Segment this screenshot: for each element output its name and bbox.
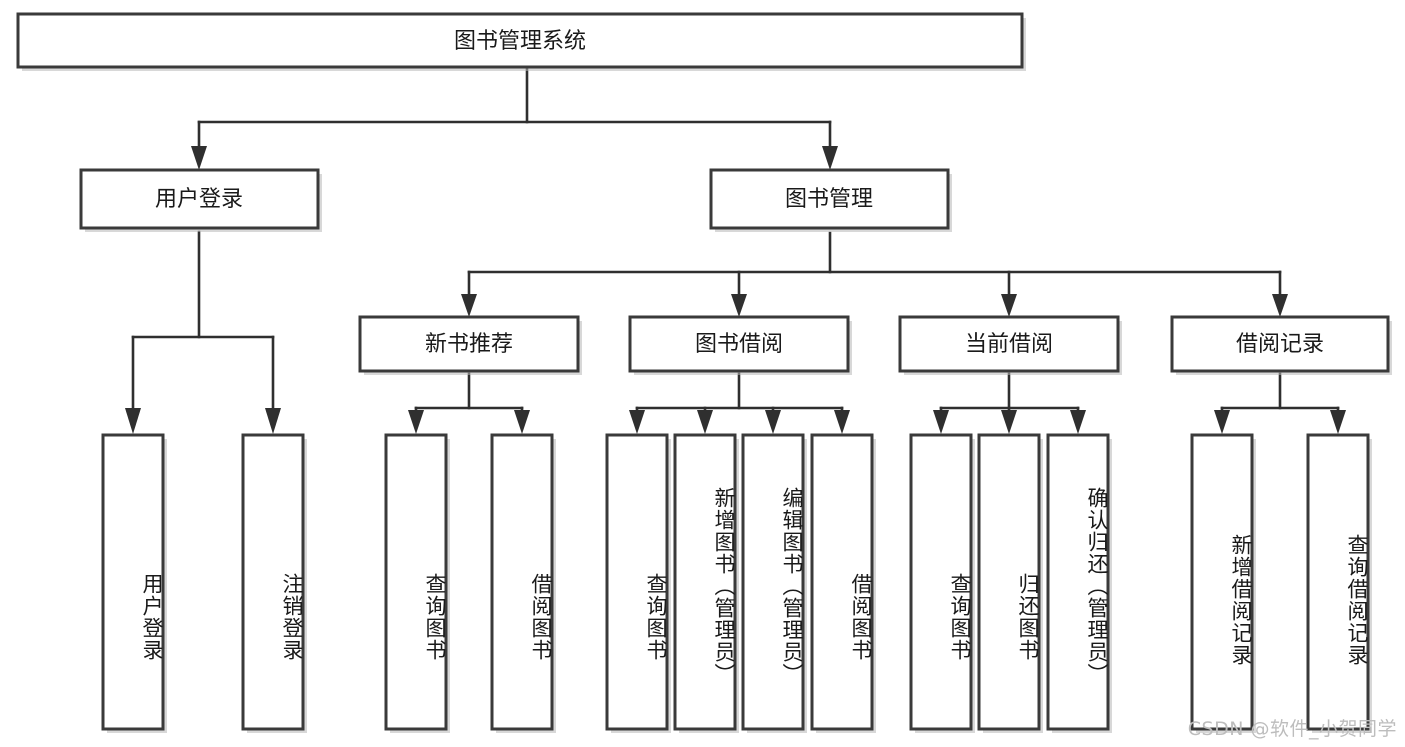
leaf-bb-query-rect[interactable] — [605, 433, 669, 731]
leaf-cb-confirm-rect[interactable] — [1046, 433, 1110, 731]
arrow-head-br-query — [1330, 410, 1346, 434]
leaf-newbook-query-rect[interactable] — [384, 433, 448, 731]
leaf-br-add-rect[interactable] — [1190, 433, 1254, 731]
csdn-watermark: CSDN @软件_小贺同学 — [1187, 718, 1397, 740]
node-current-borrow[interactable]: 当前借阅 — [898, 315, 1122, 375]
arrow-head-cb-query — [933, 410, 949, 434]
node-root-rect[interactable] — [16, 12, 1024, 69]
leaf-cb-return-rect[interactable] — [977, 433, 1041, 731]
arrow-head-bb-edit — [765, 410, 781, 434]
arrow-head-bb-add — [697, 410, 713, 434]
leaf-logout-rect[interactable] — [241, 433, 305, 731]
arrow-head-cb-return — [1001, 410, 1017, 434]
node-book-management-rect[interactable] — [709, 168, 950, 230]
connector-group-book-mgmt — [461, 231, 1288, 317]
node-new-book-recommend-rect[interactable] — [358, 315, 580, 373]
arrow-head-br-add — [1214, 410, 1230, 434]
arrow-head-new-book — [461, 294, 477, 317]
node-user-login-label: 用户登录 — [155, 187, 243, 212]
connector-group-book-borrow-leaves — [629, 372, 850, 434]
arrow-head-cb-confirm — [1070, 410, 1086, 434]
node-book-borrow[interactable]: 图书借阅 — [628, 315, 852, 375]
node-root-label: 图书管理系统 — [454, 29, 586, 54]
node-new-book-recommend-label: 新书推荐 — [425, 332, 513, 357]
node-user-login-rect[interactable] — [79, 168, 320, 230]
arrow-head-newbook-query — [408, 410, 424, 434]
leaf-cb-query-rect[interactable] — [909, 433, 973, 731]
node-book-management[interactable]: 图书管理 — [709, 168, 952, 232]
node-book-management-label: 图书管理 — [785, 187, 873, 212]
connector-group-current-borrow-leaves — [933, 372, 1086, 434]
node-borrow-record-label: 借阅记录 — [1236, 332, 1324, 357]
leaf-user-login-rect[interactable] — [101, 433, 165, 731]
node-user-login[interactable]: 用户登录 — [79, 168, 322, 232]
arrow-head-current-borrow — [1001, 294, 1017, 317]
leaf-bb-edit-rect[interactable] — [741, 433, 805, 731]
arrow-head-leaf-user-login — [125, 408, 141, 434]
arrow-head-borrow-record — [1272, 294, 1288, 317]
node-root-system[interactable]: 图书管理系统 — [16, 12, 1026, 71]
arrow-head-book-mgmt — [822, 146, 838, 170]
connector-group-root — [191, 66, 838, 170]
node-current-borrow-rect[interactable] — [898, 315, 1120, 373]
leaf-box-group — [101, 433, 1372, 733]
arrow-head-book-borrow — [731, 294, 747, 317]
arrow-head-newbook-borrow — [514, 410, 530, 434]
leaf-br-query-rect[interactable] — [1306, 433, 1370, 731]
arrow-head-user-login — [191, 146, 207, 170]
leaf-newbook-borrow-rect[interactable] — [490, 433, 554, 731]
arrow-head-bb-borrow — [834, 410, 850, 434]
arrow-head-bb-query — [629, 410, 645, 434]
connector-group-borrow-record-leaves — [1214, 372, 1346, 434]
leaf-bb-borrow-rect[interactable] — [810, 433, 874, 731]
node-borrow-record-rect[interactable] — [1170, 315, 1390, 373]
node-new-book-recommend[interactable]: 新书推荐 — [358, 315, 582, 375]
node-book-borrow-rect[interactable] — [628, 315, 850, 373]
arrow-head-leaf-logout — [265, 408, 281, 434]
connector-group-new-book-leaves — [408, 372, 530, 434]
leaf-bb-add-rect[interactable] — [673, 433, 737, 731]
node-book-borrow-label: 图书借阅 — [695, 332, 783, 357]
node-current-borrow-label: 当前借阅 — [965, 332, 1053, 357]
node-borrow-record[interactable]: 借阅记录 — [1170, 315, 1392, 375]
connector-group-user-login-leaves — [125, 230, 281, 434]
